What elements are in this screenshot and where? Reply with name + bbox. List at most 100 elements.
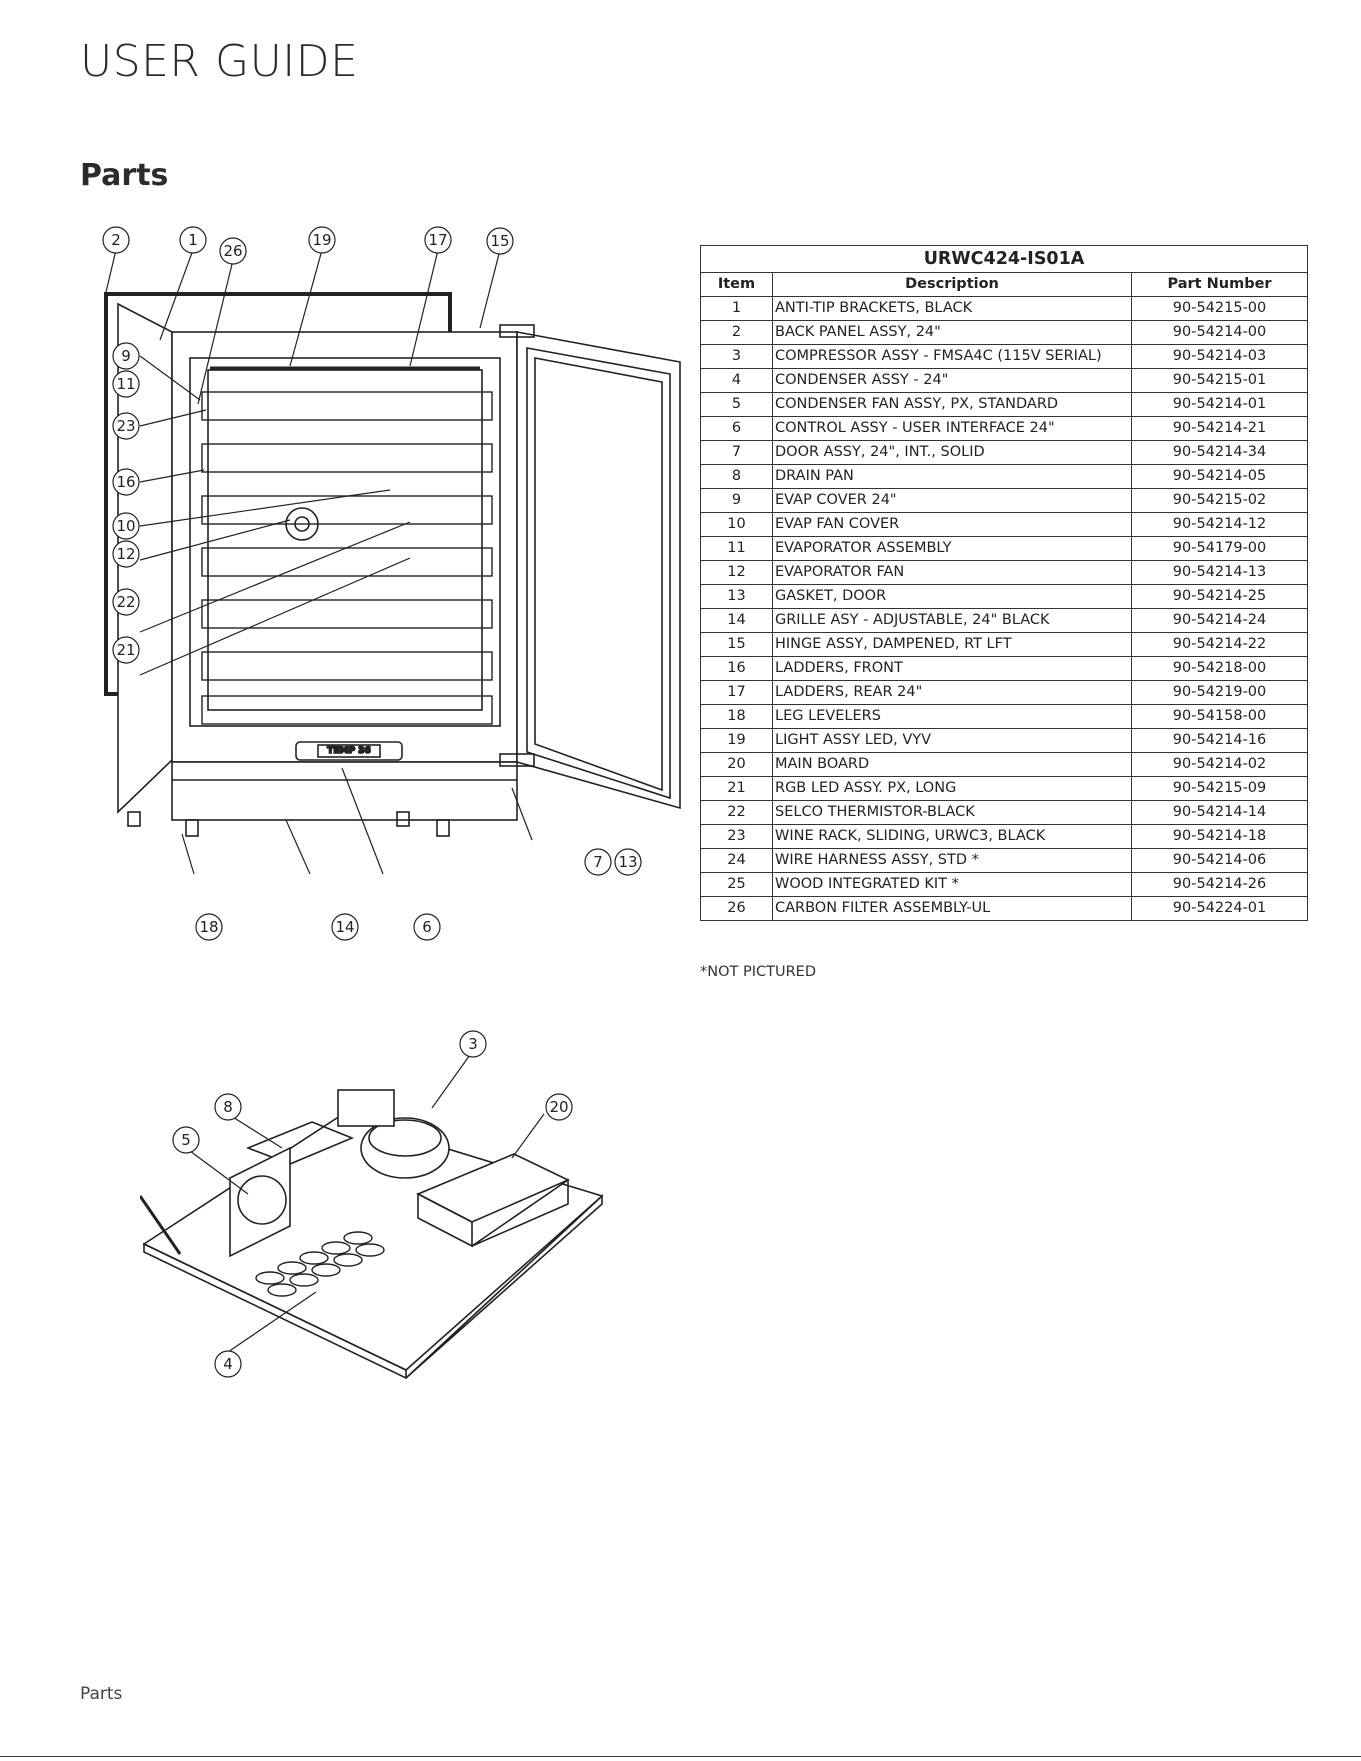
part-number: 90-54215-02 (1130, 488, 1309, 513)
part-number: 90-54214-18 (1130, 824, 1309, 849)
part-description: WOOD INTEGRATED KIT * (772, 872, 1132, 897)
callout-6: 6 (413, 913, 441, 941)
part-description: CONDENSER ASSY - 24" (772, 368, 1132, 393)
part-number: 90-54214-03 (1130, 344, 1309, 369)
part-number: 90-54214-34 (1130, 440, 1309, 465)
callout-13: 13 (614, 848, 642, 876)
part-number: 90-54214-26 (1130, 872, 1309, 897)
callout-label: 20 (549, 1098, 568, 1116)
callout-9: 9 (112, 342, 140, 370)
parts-table: URWC424-IS01A Item Description Part Numb… (699, 245, 1309, 921)
callout-2: 2 (102, 226, 130, 254)
part-description: WINE RACK, SLIDING, URWC3, BLACK (772, 824, 1132, 849)
page-title: USER GUIDE (80, 36, 359, 87)
part-description: BACK PANEL ASSY, 24" (772, 320, 1132, 345)
part-description: CONDENSER FAN ASSY, PX, STANDARD (772, 392, 1132, 417)
part-description: LADDERS, REAR 24" (772, 680, 1132, 705)
part-number: 90-54214-24 (1130, 608, 1309, 633)
callout-label: 15 (490, 232, 509, 250)
item-number: 4 (700, 368, 773, 393)
part-description: EVAPORATOR ASSEMBLY (772, 536, 1132, 561)
callout-label: 26 (223, 242, 242, 260)
callout-3: 3 (459, 1030, 487, 1058)
part-description: LEG LEVELERS (772, 704, 1132, 729)
item-number: 26 (700, 896, 773, 921)
callout-label: 3 (468, 1035, 478, 1053)
cabinet-diagram: TEMP 36 2 1 26 19 (102, 226, 681, 941)
part-number: 90-54214-00 (1130, 320, 1309, 345)
part-number: 90-54219-00 (1130, 680, 1309, 705)
callout-8: 8 (214, 1093, 242, 1121)
part-description: EVAP COVER 24" (772, 488, 1132, 513)
item-number: 5 (700, 392, 773, 417)
part-number: 90-54214-14 (1130, 800, 1309, 825)
item-number: 6 (700, 416, 773, 441)
part-number: 90-54214-22 (1130, 632, 1309, 657)
item-number: 17 (700, 680, 773, 705)
callout-label: 16 (116, 473, 135, 491)
callout-label: 7 (593, 853, 603, 871)
part-number: 90-54218-00 (1130, 656, 1309, 681)
part-description: RGB LED ASSY. PX, LONG (772, 776, 1132, 801)
item-number: 25 (700, 872, 773, 897)
footer-label: Parts (80, 1684, 123, 1704)
part-number: 90-54215-01 (1130, 368, 1309, 393)
item-number: 14 (700, 608, 773, 633)
item-number: 19 (700, 728, 773, 753)
callout-20: 20 (545, 1093, 573, 1121)
part-number: 90-54214-25 (1130, 584, 1309, 609)
callout-label: 14 (335, 918, 354, 936)
callout-label: 19 (312, 231, 331, 249)
item-number: 13 (700, 584, 773, 609)
item-number: 8 (700, 464, 773, 489)
item-number: 18 (700, 704, 773, 729)
callout-label: 18 (199, 918, 218, 936)
item-number: 23 (700, 824, 773, 849)
callout-23: 23 (112, 412, 140, 440)
part-description: DOOR ASSY, 24", INT., SOLID (772, 440, 1132, 465)
callout-label: 2 (111, 231, 121, 249)
item-number: 3 (700, 344, 773, 369)
callout-15: 15 (486, 227, 514, 255)
callout-5: 5 (172, 1126, 200, 1154)
callout-4: 4 (214, 1350, 242, 1378)
part-description: CARBON FILTER ASSEMBLY-UL (772, 896, 1132, 921)
model-number: URWC424-IS01A (699, 245, 1309, 273)
part-number: 90-54214-06 (1130, 848, 1309, 873)
part-description: EVAPORATOR FAN (772, 560, 1132, 585)
callout-label: 1 (188, 231, 198, 249)
not-pictured-note: *NOT PICTURED (700, 964, 816, 980)
part-description: GRILLE ASY - ADJUSTABLE, 24" BLACK (772, 608, 1132, 633)
column-header-part-number: Part Number (1130, 272, 1309, 297)
bottom-callouts: 3 8 20 5 4 (172, 1030, 573, 1378)
part-number: 90-54158-00 (1130, 704, 1309, 729)
part-number: 90-54214-21 (1130, 416, 1309, 441)
part-description: LIGHT ASSY LED, VYV (772, 728, 1132, 753)
part-description: CONTROL ASSY - USER INTERFACE 24" (772, 416, 1132, 441)
callout-16: 16 (112, 468, 140, 496)
callout-11: 11 (112, 370, 140, 398)
part-description: COMPRESSOR ASSY - FMSA4C (115V SERIAL) (772, 344, 1132, 369)
part-description: LADDERS, FRONT (772, 656, 1132, 681)
item-number: 10 (700, 512, 773, 537)
callout-label: 8 (223, 1098, 233, 1116)
part-number: 90-54215-09 (1130, 776, 1309, 801)
